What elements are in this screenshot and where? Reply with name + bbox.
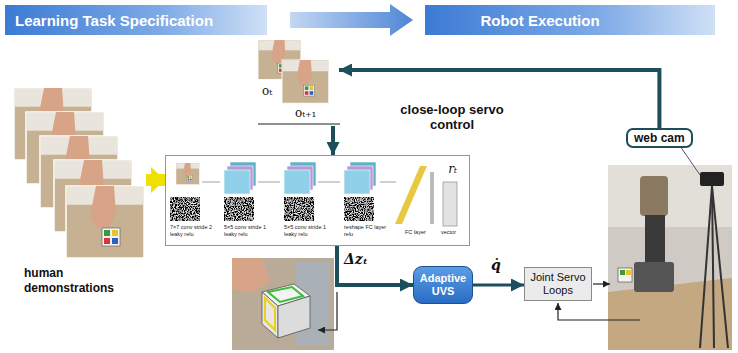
connector-arrow bbox=[337, 246, 413, 285]
demonstration-images: human demonstrations bbox=[10, 86, 146, 302]
header-band: Robot Execution bbox=[425, 5, 715, 35]
layer-label: 5×5 conv stride 1 bbox=[224, 224, 266, 231]
edge-label: q̇ bbox=[490, 257, 502, 273]
layer-label: vector bbox=[441, 229, 456, 236]
node-text: Joint Servo Loops bbox=[527, 271, 589, 297]
node-text: Robot Execution bbox=[480, 12, 599, 29]
connector-arrow bbox=[146, 174, 165, 186]
layer-label: 5×5 conv stride 1 bbox=[284, 224, 326, 231]
layer-label: reshape FC layer bbox=[344, 224, 386, 231]
node-text: Adaptive UVS bbox=[416, 272, 470, 298]
node-text: oₜ bbox=[262, 84, 272, 98]
connector-arrow bbox=[331, 126, 335, 155]
webcam-box: web cam bbox=[626, 128, 693, 148]
connector-arrow bbox=[339, 70, 659, 128]
layer-label: 7×7 conv stride 2 bbox=[170, 224, 212, 231]
layer-label: FC layer bbox=[405, 229, 426, 236]
node-text: Learning Task Specification bbox=[15, 12, 213, 29]
process-box: Joint Servo Loops bbox=[524, 267, 592, 301]
node-text: oₜ₊₁ bbox=[295, 106, 316, 120]
connector-arrow bbox=[473, 284, 524, 287]
node-text: rₜ bbox=[448, 162, 457, 176]
annotation-label: close-loop servo control bbox=[388, 102, 516, 132]
header-band: Learning Task Specification bbox=[5, 5, 267, 35]
layer-label: leaky relu bbox=[224, 231, 248, 238]
node-text: human demonstrations bbox=[24, 266, 120, 296]
layer-label: relu bbox=[344, 231, 353, 238]
observation-images: oₜ oₜ₊₁ bbox=[255, 38, 339, 126]
layer-label: leaky relu bbox=[170, 231, 194, 238]
process-box: Adaptive UVS bbox=[413, 266, 473, 304]
edge-label: Δzₜ bbox=[343, 251, 369, 267]
layer-label: leaky relu bbox=[284, 231, 308, 238]
node-text: web cam bbox=[634, 131, 685, 145]
